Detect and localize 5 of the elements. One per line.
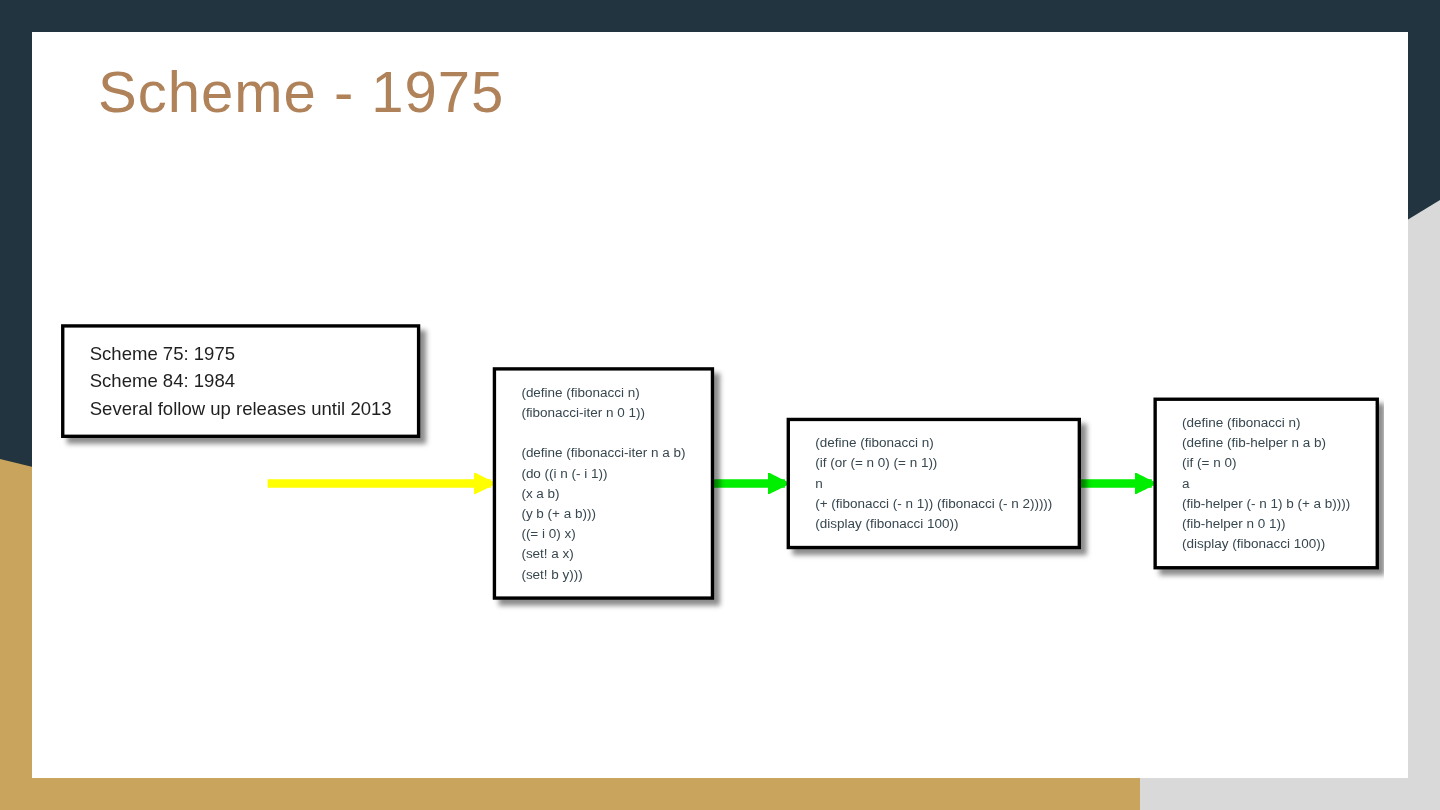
node-box: (define (fibonacci n) (fibonacci-iter n 0 1)) (define (fibonacci-iter n a b) (do ((i n (- i 1)) (x a b) (y b (+ a b))) ((= i 0) x) (set! a x) (set! b y))) [492,367,715,600]
node-box: Scheme 75: 1975 Scheme 84: 1984 Several follow up releases until 2013 [61,324,421,438]
node-box: (define (fibonacci n) (if (or (= n 0) (= n 1)) n (+ (fibonacci (- n 1)) (fibonacci (- n 2))))) (display (fibonacci 100)) [786,417,1081,550]
slide-title: Scheme - 1975 [98,58,505,125]
node-box: (define (fibonacci n) (define (fib-helper n a b) (if (= n 0) a (fib-helper (- n 1) b (+ a b)))) (fib-helper n 0 1)) (display (fibonacci 100)) [1153,397,1379,570]
